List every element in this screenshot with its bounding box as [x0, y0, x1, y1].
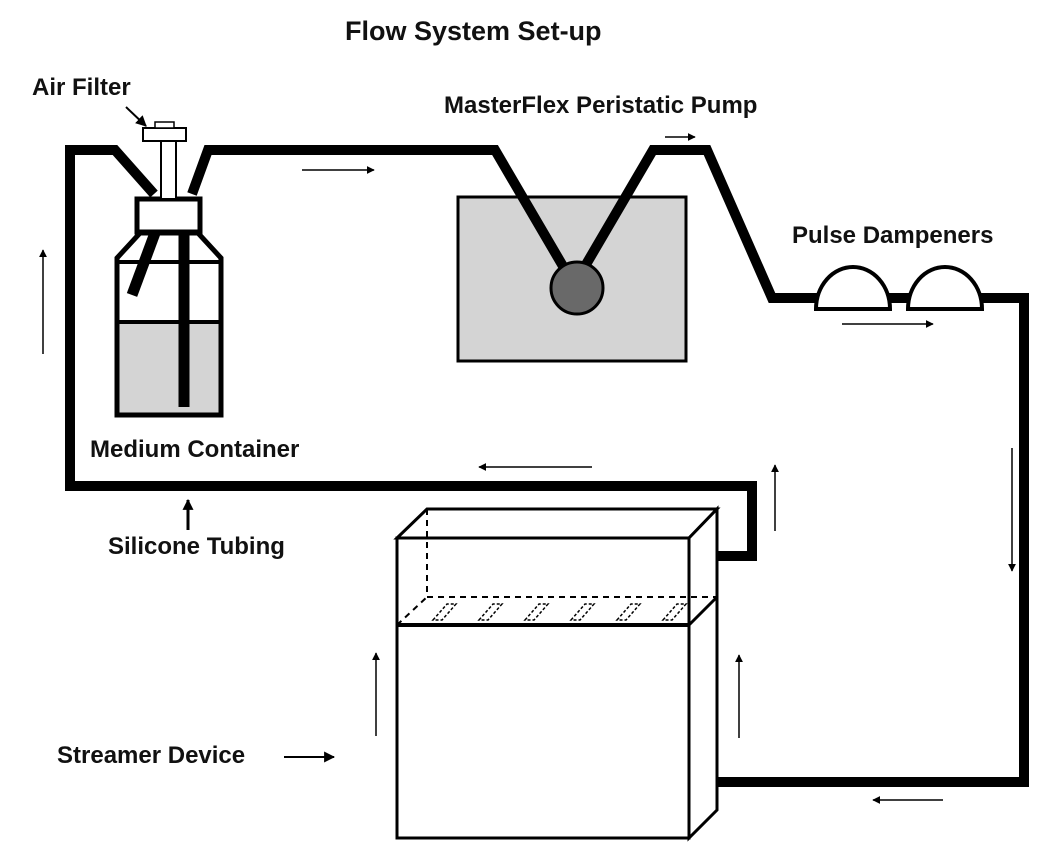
silicone-tubing — [65, 145, 757, 561]
medium-container-label: Medium Container — [90, 436, 300, 463]
label-pointers — [125, 106, 336, 763]
pump-rotor — [549, 260, 605, 316]
pump-label: MasterFlex Peristatic Pump — [444, 92, 758, 119]
flow-arrows — [39, 133, 1016, 804]
medium-liquid — [117, 322, 221, 415]
air-filter-pointer-arrow — [125, 106, 147, 127]
air-filter-label: Air Filter — [32, 74, 131, 101]
vent-pipe — [126, 231, 161, 297]
medium-container — [114, 196, 224, 418]
streamer-device — [393, 505, 721, 842]
channel-slots — [431, 603, 688, 621]
silicone-tubing-label: Silicone Tubing — [108, 533, 285, 560]
silicone-tubing-outlet — [187, 145, 1029, 787]
pulse-dampeners — [813, 265, 985, 311]
streamer-device-label: Streamer Device — [57, 742, 246, 769]
pulse-dampeners-label: Pulse Dampeners — [792, 222, 994, 249]
container-cap — [134, 196, 203, 235]
air-filter — [142, 121, 187, 200]
diagram-title: Flow System Set-up — [345, 16, 602, 46]
